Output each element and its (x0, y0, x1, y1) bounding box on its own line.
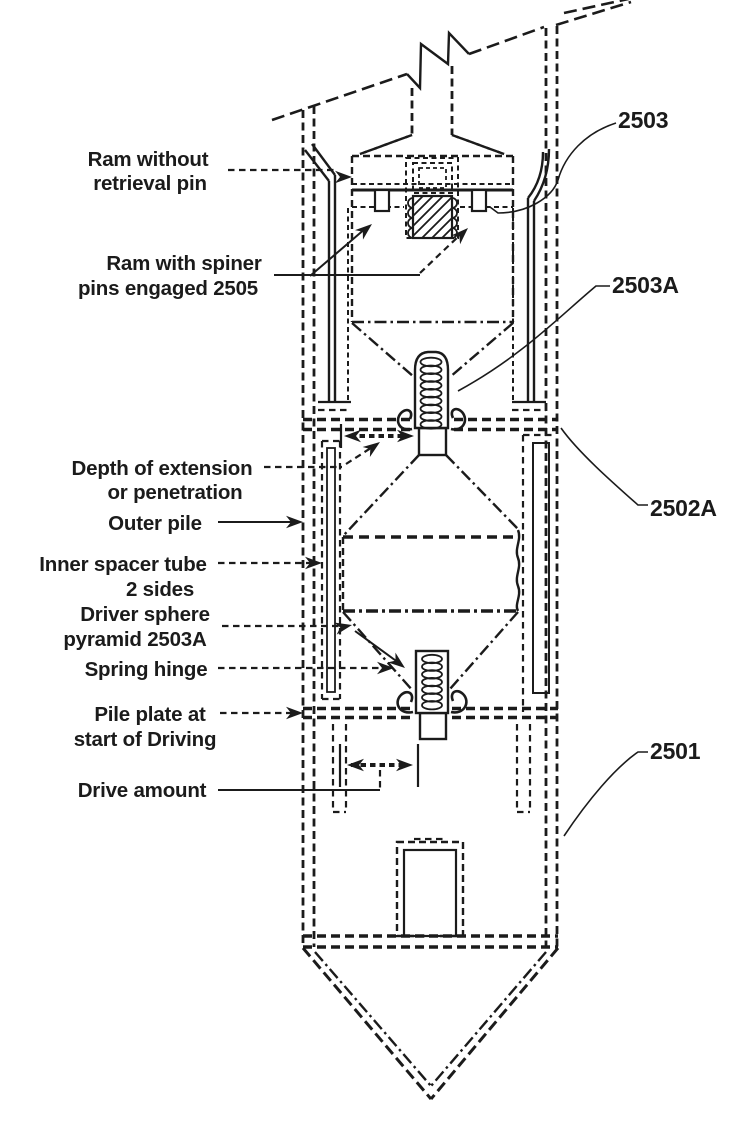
label-pile-plate-1: Pile plate at (94, 703, 206, 726)
lower-coil-spring (421, 653, 443, 711)
label-ram-with-2: pins engaged 2505 (78, 277, 258, 300)
arrowhead (387, 652, 405, 668)
pile-tip-outer (301, 947, 560, 1100)
label-ram-without-1: Ram without (88, 148, 209, 171)
label-driver-sphere-1: Driver sphere (80, 603, 210, 626)
lower-spring-junction (303, 649, 558, 814)
label-driver-sphere-2: pyramid 2503A (63, 628, 207, 651)
upper-spring-neck (417, 426, 448, 457)
arrowhead (354, 224, 372, 240)
ref-leader-2502A (560, 427, 648, 506)
ref-2501: 2501 (650, 738, 701, 764)
ram-assembly (350, 133, 515, 324)
arrowhead (335, 170, 352, 184)
label-inner-spacer-1: Inner spacer tube (39, 553, 207, 576)
figure-labels: Ram without retrieval pin Ram with spine… (39, 107, 717, 802)
retrieval-pin-right (470, 188, 488, 213)
arrowhead (334, 622, 352, 635)
arrowhead (362, 442, 380, 458)
retrieval-pin-left (373, 188, 391, 213)
pile-bottom-section (301, 837, 560, 1100)
spring-hinge-lower-left (396, 690, 414, 714)
arrowhead (286, 515, 303, 529)
pile-tip-inner (314, 951, 547, 1087)
lower-spring-neck (418, 711, 448, 741)
outer-pile-walls (301, 26, 559, 947)
spring-hinge-upper-right (450, 407, 467, 431)
drive-amount-arrow (338, 744, 420, 789)
upper-chamber-walls (304, 143, 551, 412)
arrowhead (286, 706, 303, 720)
spring-hinge-lower-right (450, 689, 468, 714)
spinner-screw (405, 157, 459, 240)
ref-2503A: 2503A (612, 272, 679, 298)
bottom-guide-box (395, 840, 465, 938)
drive-shaft (359, 66, 505, 156)
upper-coil-spring (419, 356, 443, 430)
spring-hinge-upper-left (396, 408, 413, 431)
ref-leader-2503A (457, 285, 610, 392)
label-drive-amount: Drive amount (78, 779, 207, 802)
leader-lines (218, 122, 648, 837)
ref-leader-2503 (489, 122, 617, 214)
lower-spring-housing (414, 649, 450, 715)
label-depth-1: Depth of extension (72, 457, 253, 480)
upper-spring-junction (303, 322, 558, 457)
label-pile-plate-2: start of Driving (74, 728, 217, 751)
label-depth-2: or penetration (107, 481, 242, 504)
label-ram-with-1: Ram with spiner (106, 252, 262, 275)
arrowhead (305, 556, 322, 570)
ref-2503: 2503 (618, 107, 668, 133)
inner-spacer-tubes (320, 433, 556, 712)
label-outer-pile: Outer pile (108, 512, 202, 535)
ref-leader-2501 (563, 751, 648, 837)
arrowhead (451, 228, 468, 245)
ground-break-lines (271, 0, 632, 122)
ref-2502A: 2502A (650, 495, 717, 521)
label-inner-spacer-2: 2 sides (126, 578, 194, 601)
label-spring-hinge: Spring hinge (85, 658, 208, 681)
label-ram-without-2: retrieval pin (93, 172, 207, 195)
driver-sphere-pyramid (341, 454, 521, 692)
arrowhead (377, 661, 394, 675)
